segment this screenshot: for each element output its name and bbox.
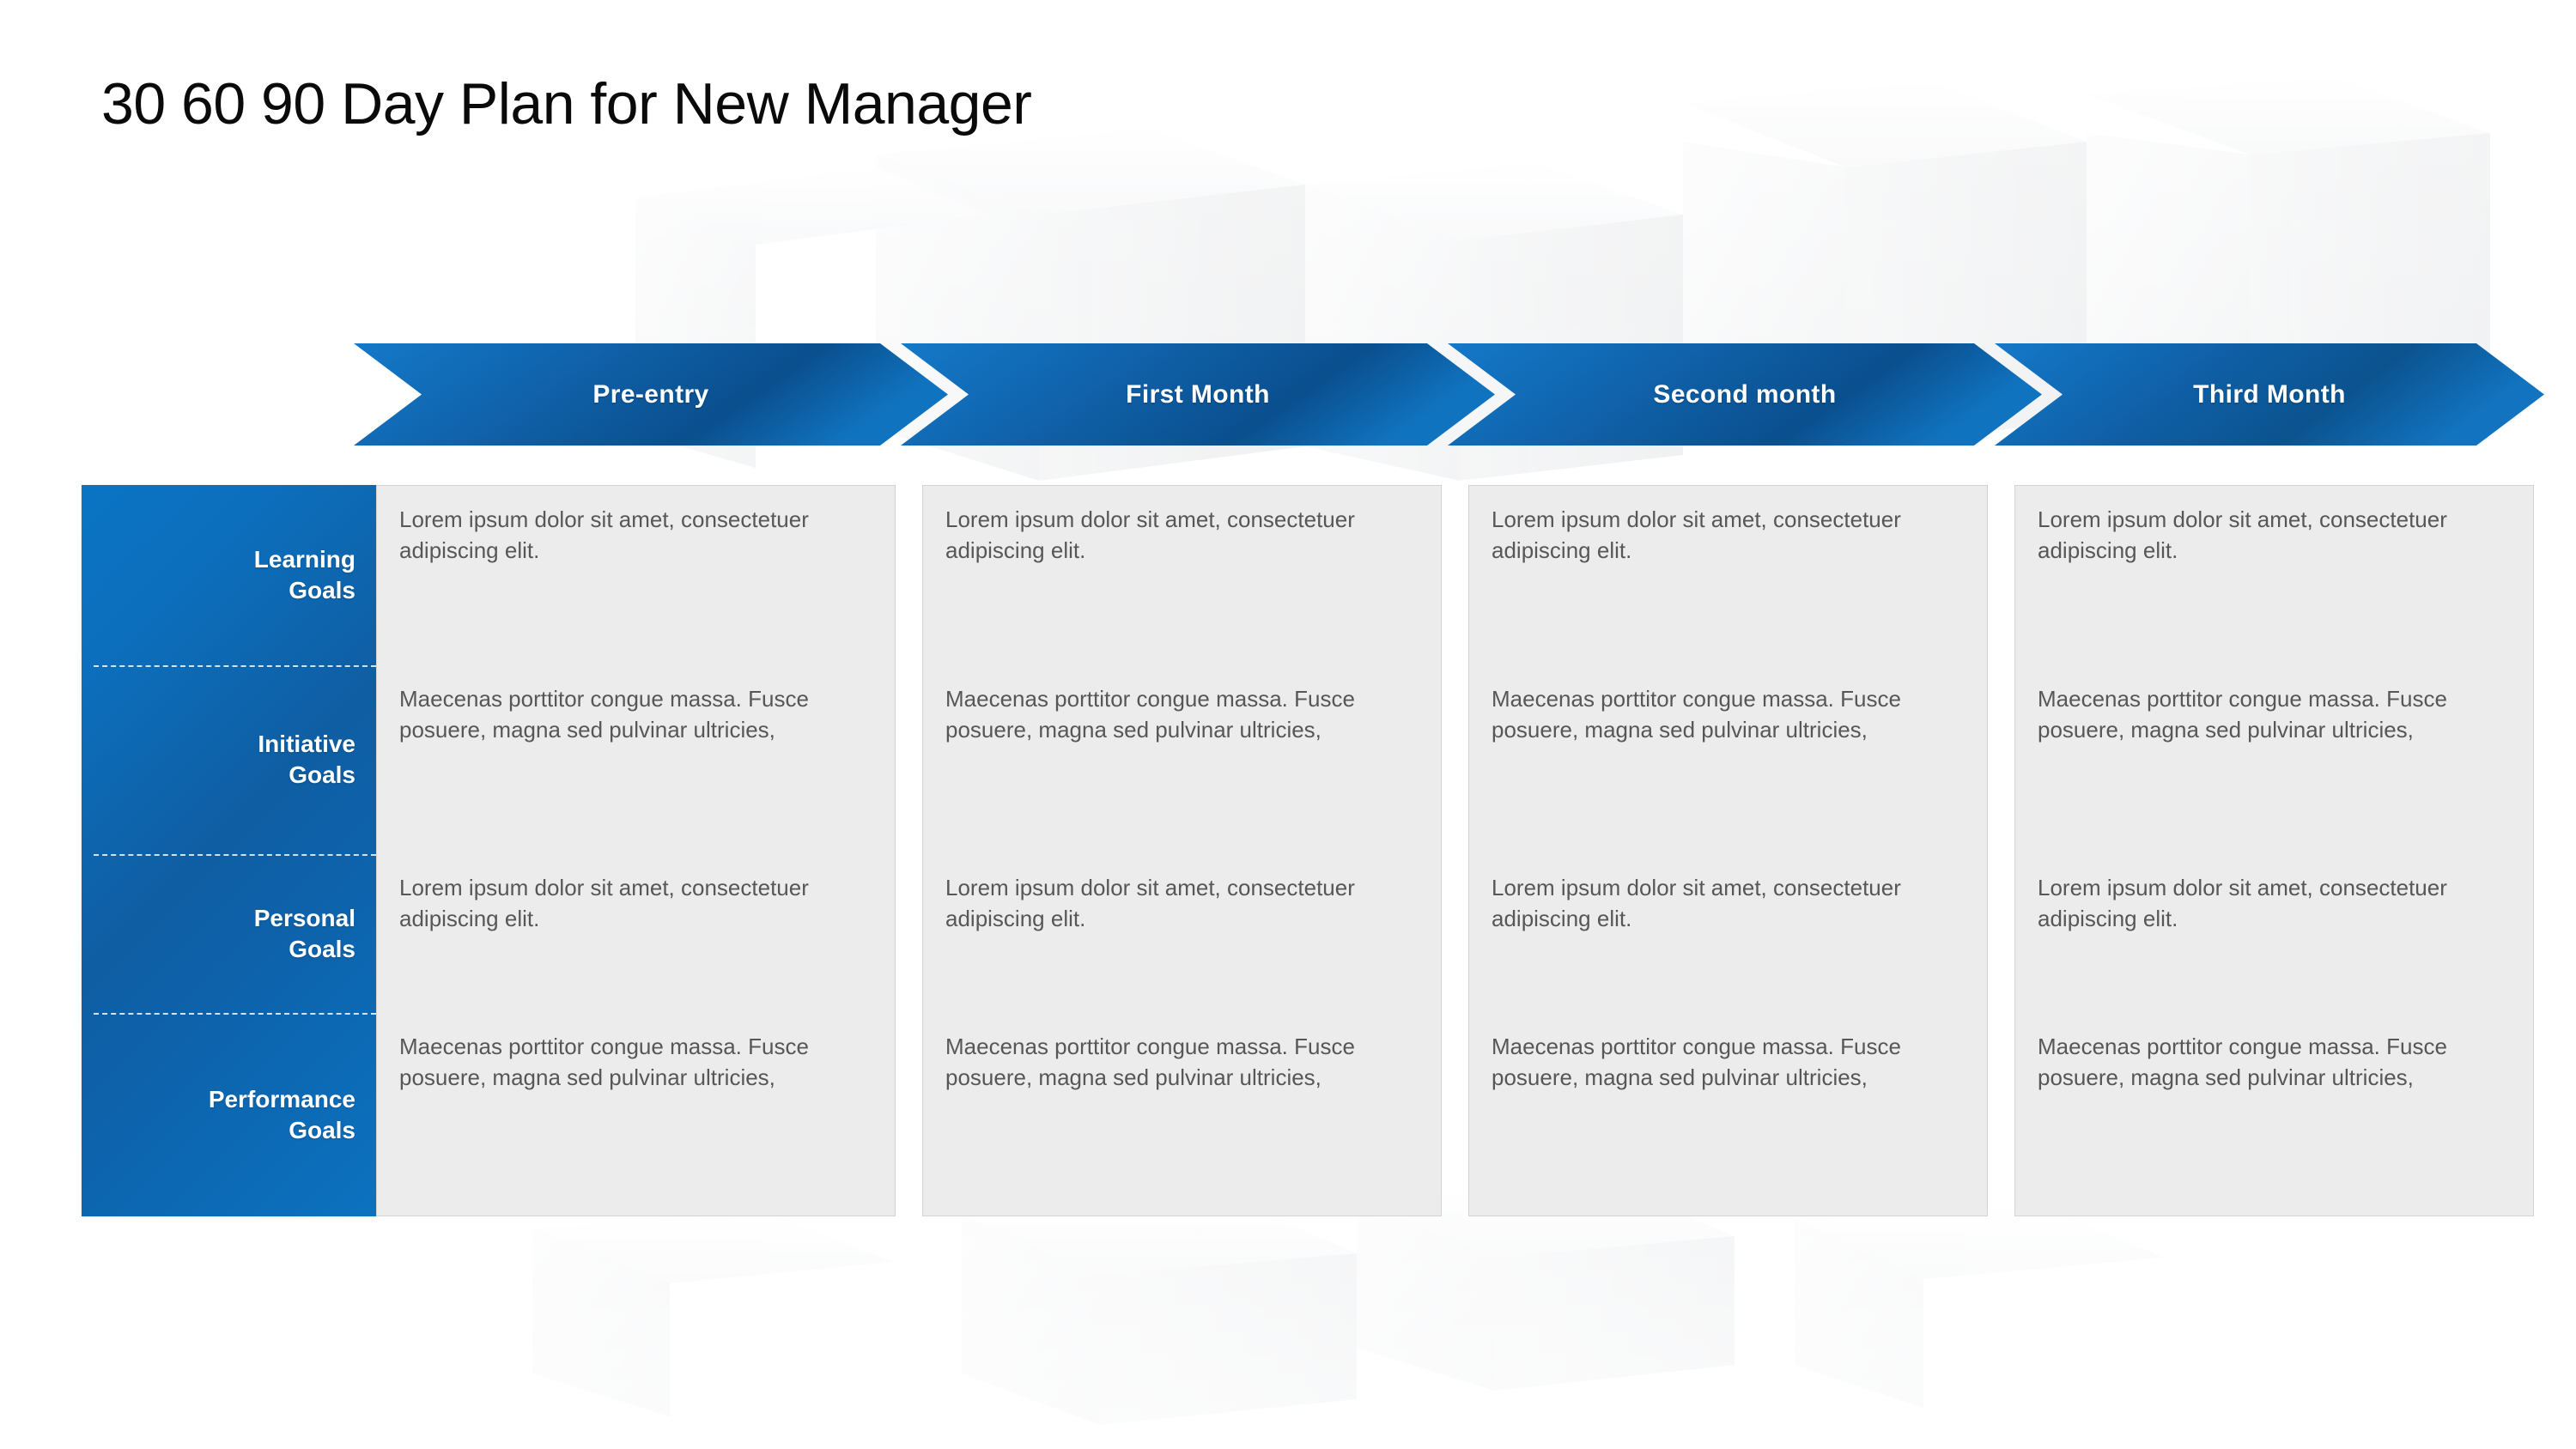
matrix-cell[interactable]: Maecenas porttitor congue massa. Fusce p… xyxy=(2014,665,2534,854)
row-label-line2: Goals xyxy=(289,1116,355,1143)
matrix-cell-text: Lorem ipsum dolor sit amet, consectetuer… xyxy=(2038,875,2447,931)
matrix-cell[interactable]: Lorem ipsum dolor sit amet, consectetuer… xyxy=(922,854,1442,1013)
row-label-line2: Goals xyxy=(289,935,355,962)
matrix-cell-text: Maecenas porttitor congue massa. Fusce p… xyxy=(1492,686,1901,743)
phase-chevron-2[interactable]: First Month xyxy=(901,343,1495,446)
matrix-cell[interactable]: Lorem ipsum dolor sit amet, consectetuer… xyxy=(1468,854,1988,1013)
row-label-column: Learning Goals Initiative Goals Personal… xyxy=(82,485,376,1216)
row-label-line1: Learning xyxy=(253,546,355,573)
phase-chevron-3[interactable]: Second month xyxy=(1448,343,2042,446)
matrix-cell[interactable]: Maecenas porttitor congue massa. Fusce p… xyxy=(922,1013,1442,1216)
matrix-cell-text: Lorem ipsum dolor sit amet, consectetuer… xyxy=(399,506,809,563)
row-label-line1: Personal xyxy=(253,904,355,931)
matrix-cell-text: Lorem ipsum dolor sit amet, consectetuer… xyxy=(945,875,1355,931)
matrix-cell-text: Maecenas porttitor congue massa. Fusce p… xyxy=(399,686,809,743)
matrix-cell[interactable]: Lorem ipsum dolor sit amet, consectetuer… xyxy=(2014,854,2534,1013)
matrix-cell[interactable]: Maecenas porttitor congue massa. Fusce p… xyxy=(1468,1013,1988,1216)
row-label-personal-goals: Personal Goals xyxy=(82,854,376,1013)
phase-chevron-1-label: Pre-entry xyxy=(592,379,709,409)
matrix-cell[interactable]: Lorem ipsum dolor sit amet, consectetuer… xyxy=(376,854,896,1013)
matrix-cell-text: Maecenas porttitor congue massa. Fusce p… xyxy=(2038,686,2447,743)
phase-chevron-1[interactable]: Pre-entry xyxy=(354,343,948,446)
row-label-line1: Performance xyxy=(208,1085,355,1113)
phase-chevron-2-label: First Month xyxy=(1126,379,1270,409)
phase-ribbon: Pre-entry First Month xyxy=(354,343,2544,446)
matrix-cell-text: Lorem ipsum dolor sit amet, consectetuer… xyxy=(399,875,809,931)
matrix-cell[interactable]: Maecenas porttitor congue massa. Fusce p… xyxy=(376,665,896,854)
matrix-cell[interactable]: Maecenas porttitor congue massa. Fusce p… xyxy=(376,1013,896,1216)
matrix-cell-text: Maecenas porttitor congue massa. Fusce p… xyxy=(945,686,1355,743)
matrix-cell-text: Lorem ipsum dolor sit amet, consectetuer… xyxy=(2038,506,2447,563)
matrix-cell[interactable]: Lorem ipsum dolor sit amet, consectetuer… xyxy=(376,485,896,665)
matrix-cell-text: Maecenas porttitor congue massa. Fusce p… xyxy=(1492,1034,1901,1090)
phase-chevron-3-label: Second month xyxy=(1653,379,1837,409)
matrix-cell[interactable]: Lorem ipsum dolor sit amet, consectetuer… xyxy=(1468,485,1988,665)
matrix-cell-text: Lorem ipsum dolor sit amet, consectetuer… xyxy=(1492,875,1901,931)
matrix-cell-text: Lorem ipsum dolor sit amet, consectetuer… xyxy=(1492,506,1901,563)
matrix-cell[interactable]: Lorem ipsum dolor sit amet, consectetuer… xyxy=(2014,485,2534,665)
matrix-cell-text: Maecenas porttitor congue massa. Fusce p… xyxy=(399,1034,809,1090)
row-label-line1: Initiative xyxy=(258,731,355,758)
row-label-learning-goals: Learning Goals xyxy=(82,485,376,665)
row-label-performance-goals: Performance Goals xyxy=(82,1013,376,1216)
matrix-cell[interactable]: Maecenas porttitor congue massa. Fusce p… xyxy=(2014,1013,2534,1216)
matrix-cell[interactable]: Maecenas porttitor congue massa. Fusce p… xyxy=(1468,665,1988,854)
matrix-cell-text: Lorem ipsum dolor sit amet, consectetuer… xyxy=(945,506,1355,563)
matrix-cell-text: Maecenas porttitor congue massa. Fusce p… xyxy=(945,1034,1355,1090)
row-label-line2: Goals xyxy=(289,761,355,788)
goals-matrix: Learning Goals Initiative Goals Personal… xyxy=(82,485,2534,1216)
phase-chevron-4[interactable]: Third Month xyxy=(1995,343,2544,446)
page-title: 30 60 90 Day Plan for New Manager xyxy=(101,71,1032,136)
matrix-cell-text: Maecenas porttitor congue massa. Fusce p… xyxy=(2038,1034,2447,1090)
row-label-initiative-goals: Initiative Goals xyxy=(82,665,376,854)
matrix-cell[interactable]: Lorem ipsum dolor sit amet, consectetuer… xyxy=(922,485,1442,665)
row-label-line2: Goals xyxy=(289,577,355,603)
phase-chevron-4-label: Third Month xyxy=(2193,379,2346,409)
matrix-cell[interactable]: Maecenas porttitor congue massa. Fusce p… xyxy=(922,665,1442,854)
